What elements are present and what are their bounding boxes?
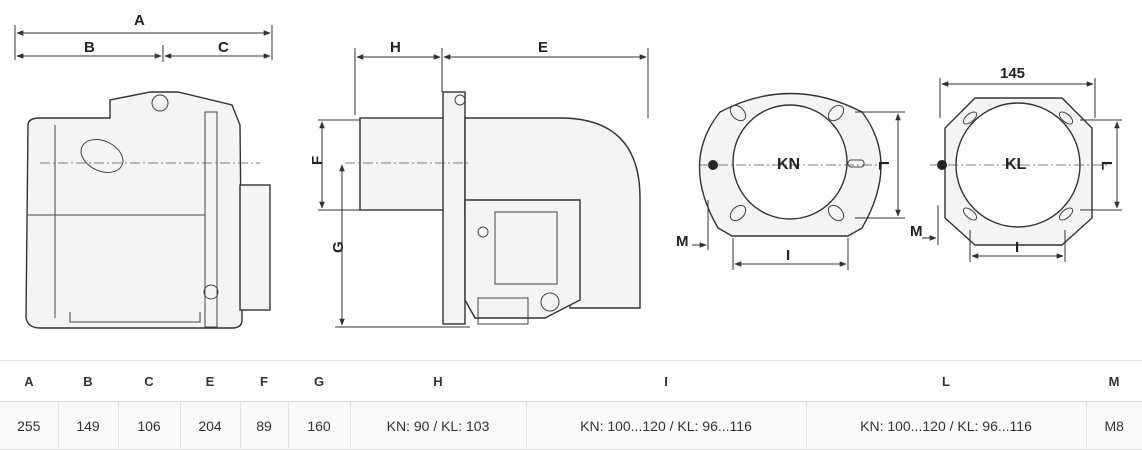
label-b: B — [84, 39, 95, 56]
label-i-kn: I — [786, 247, 790, 264]
header-i: I — [526, 360, 806, 402]
header-h: H — [350, 360, 526, 402]
dimension-table: A B C E F G H I L M 255 149 106 204 89 1… — [0, 360, 1142, 450]
label-kl: KL — [1005, 156, 1027, 173]
kl-flange-view — [922, 78, 1122, 262]
cell-c: 106 — [117, 401, 180, 450]
technical-drawing: A B C H E F G KN L I M 145 KL L I M — [14, 12, 1122, 329]
label-145: 145 — [1000, 65, 1025, 82]
table-row: 255 149 106 204 89 160 KN: 90 / KL: 103 … — [0, 401, 1142, 450]
label-f: F — [309, 156, 326, 165]
kn-flange-view — [692, 92, 905, 270]
label-a: A — [134, 12, 145, 29]
cell-m: M8 — [1085, 401, 1142, 450]
label-g: G — [330, 241, 347, 253]
cell-b: 149 — [57, 401, 118, 450]
label-m-kl: M — [910, 223, 923, 240]
cell-f: 89 — [239, 401, 288, 450]
profile-view — [318, 48, 649, 328]
header-b: B — [58, 360, 118, 402]
header-g: G — [288, 360, 350, 402]
header-a: A — [0, 360, 58, 402]
cell-l: KN: 100...120 / KL: 96...116 — [805, 401, 1086, 450]
header-l: L — [806, 360, 1086, 402]
cell-a: 255 — [0, 401, 58, 450]
side-view — [14, 25, 273, 329]
cell-g: 160 — [287, 401, 350, 450]
cell-e: 204 — [179, 401, 240, 450]
header-f: F — [240, 360, 288, 402]
cell-h: KN: 90 / KL: 103 — [349, 401, 526, 450]
label-e: E — [538, 39, 548, 56]
header-c: C — [118, 360, 180, 402]
label-l-kl: L — [1098, 161, 1115, 170]
label-kn: KN — [777, 156, 800, 173]
header-m: M — [1086, 360, 1142, 402]
table-header-row: A B C E F G H I L M — [0, 360, 1142, 402]
header-e: E — [180, 360, 240, 402]
label-h: H — [390, 39, 401, 56]
label-i-kl: I — [1015, 239, 1019, 256]
label-l-kn: L — [875, 161, 892, 170]
cell-i: KN: 100...120 / KL: 96...116 — [525, 401, 806, 450]
label-m-kn: M — [676, 233, 689, 250]
label-c: C — [218, 39, 229, 56]
